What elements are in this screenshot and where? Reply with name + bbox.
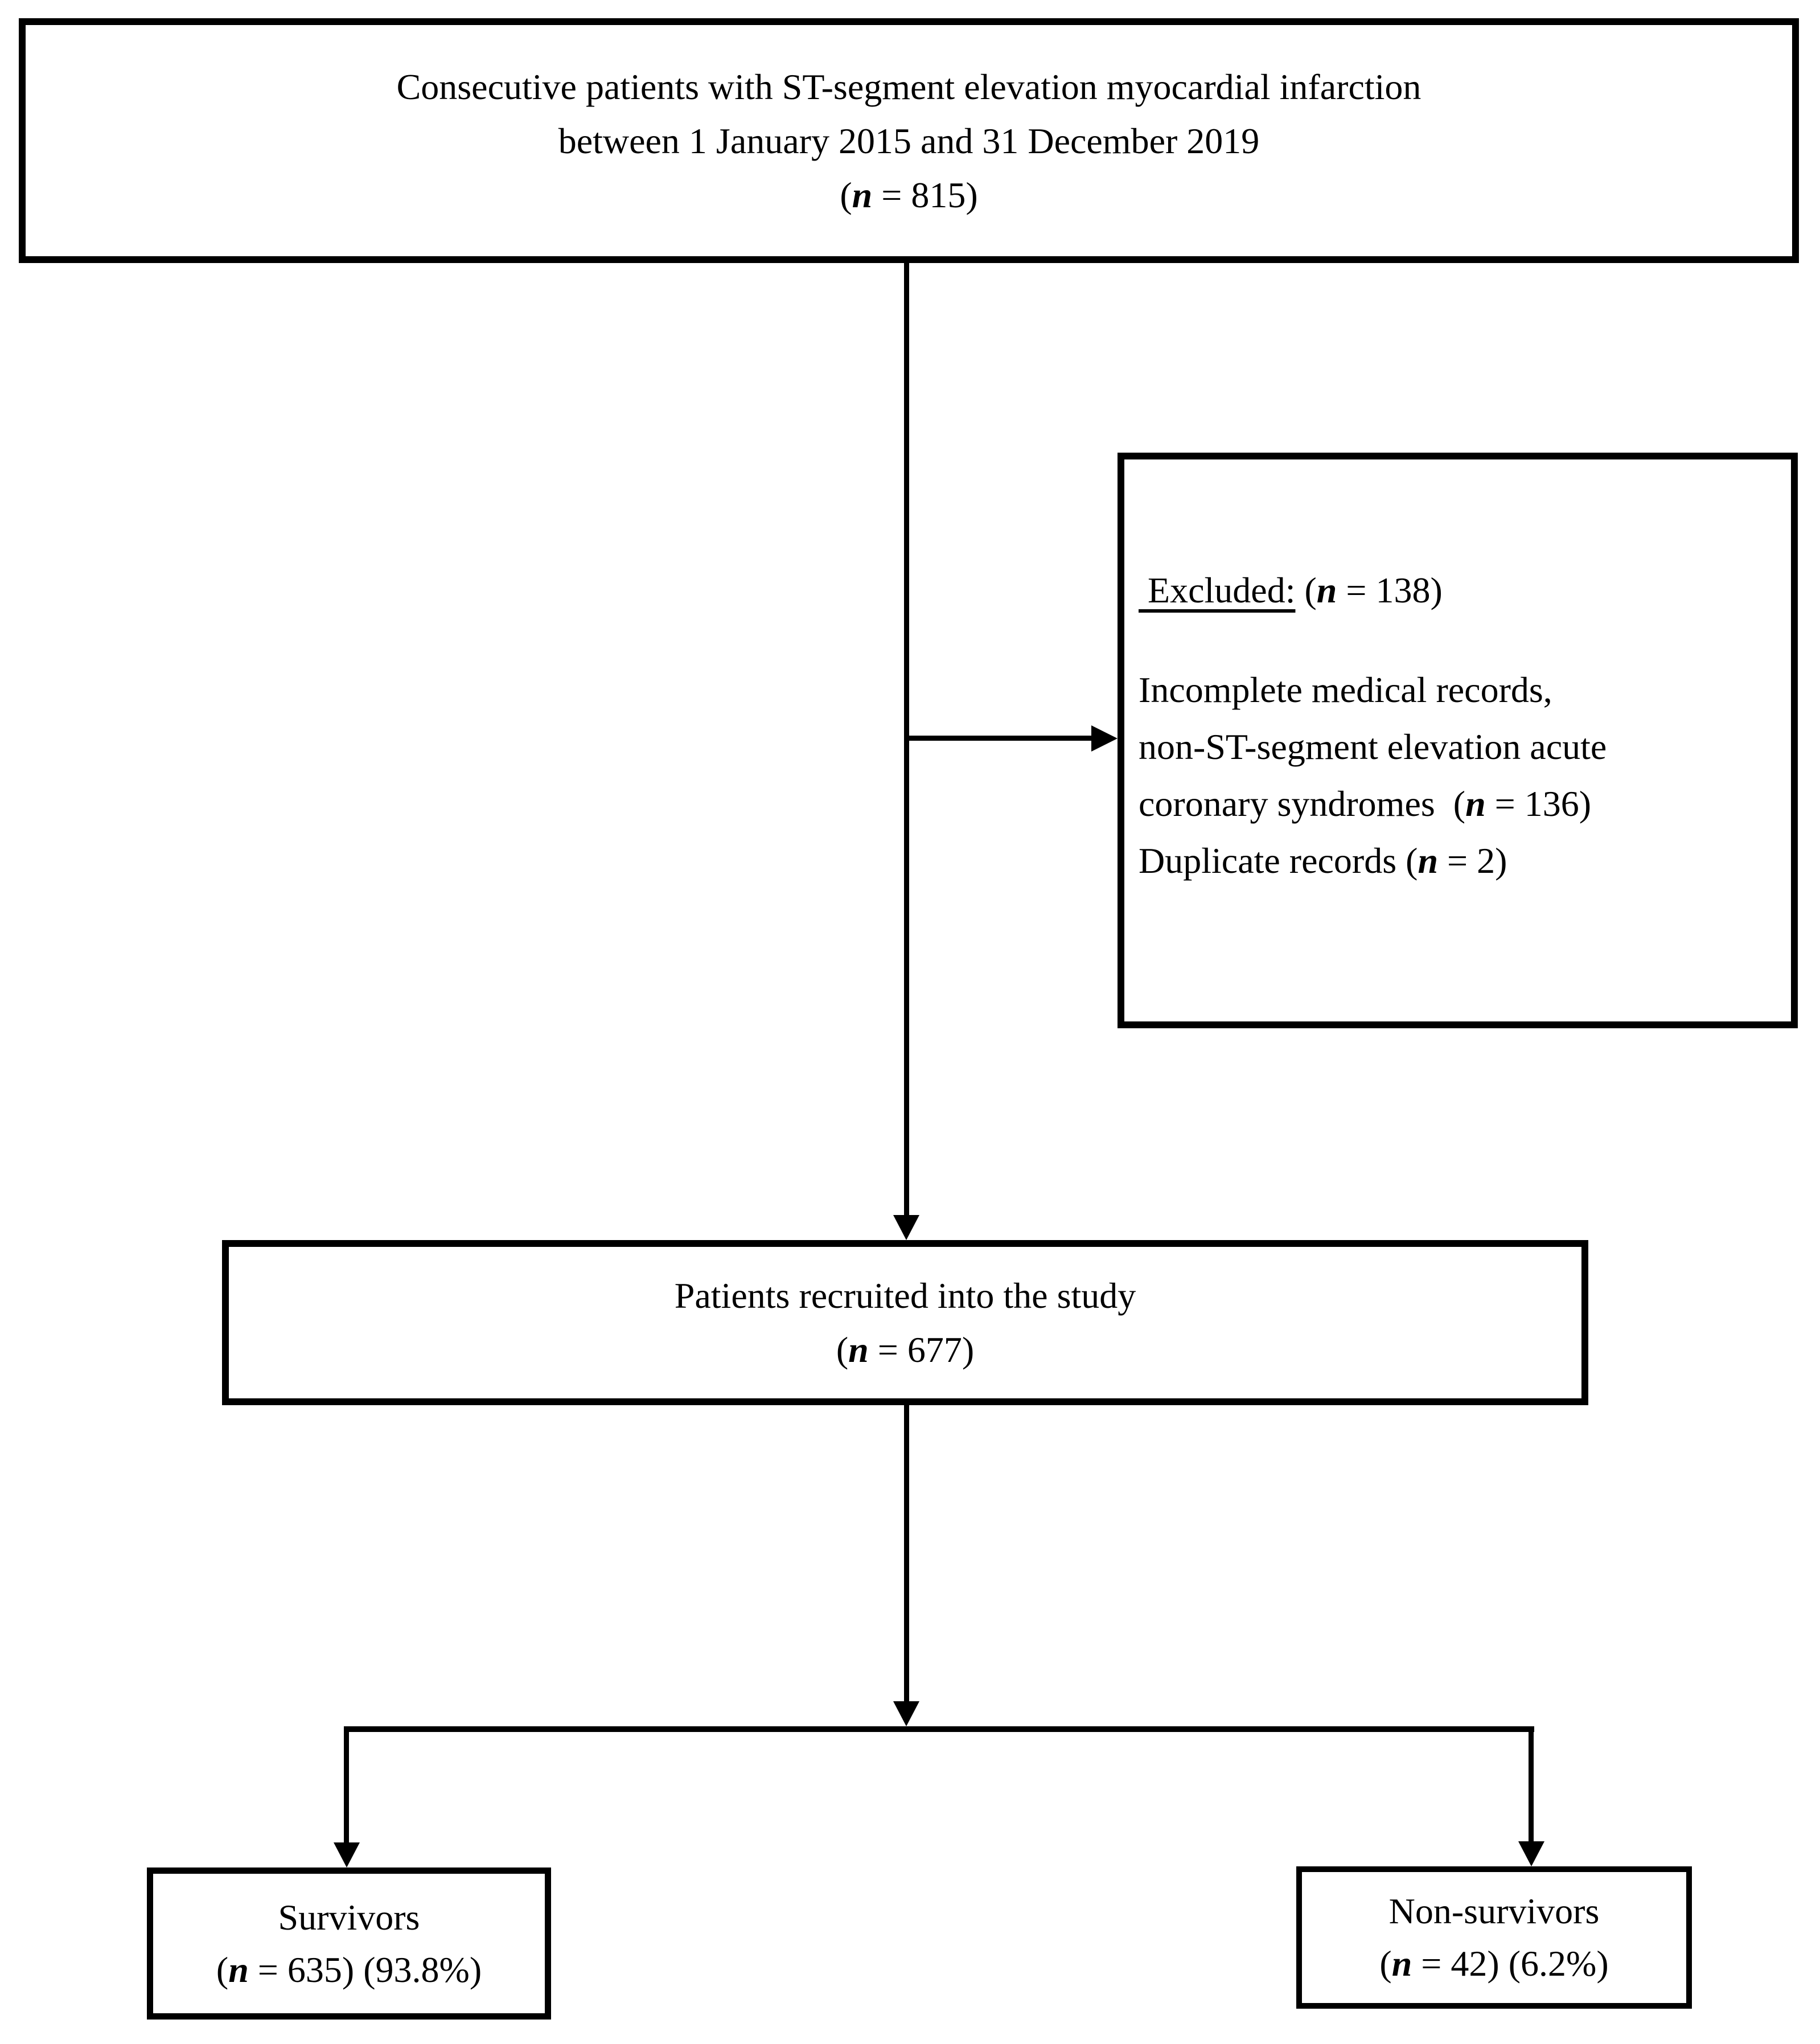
italic-n: n	[228, 1949, 249, 1990]
italic-n: n	[1465, 783, 1486, 824]
non-survivors-label: Non-survivors	[1388, 1891, 1600, 1931]
excluded-reason-3: coronary syndromes (n = 136)	[1139, 783, 1592, 824]
connector-to-excluded	[906, 736, 1095, 741]
arrowhead-into-survivors-icon	[334, 1842, 360, 1867]
enrollment-line2: between 1 January 2015 and 31 December 2…	[558, 120, 1260, 161]
italic-n: n	[1418, 840, 1439, 881]
non-survivors-count: (n = 42) (6.2%)	[1379, 1943, 1609, 1984]
arrowhead-onto-branch-icon	[893, 1701, 919, 1726]
excluded-reason-4: Duplicate records (n = 2)	[1139, 840, 1507, 881]
excluded-box: Excluded: (n = 138) Incomplete medical r…	[1118, 453, 1798, 1028]
branch-drop-right	[1529, 1726, 1534, 1844]
arrowhead-into-excluded-icon	[1091, 725, 1118, 752]
italic-n: n	[848, 1329, 869, 1370]
enrollment-count: (n = 815)	[840, 174, 978, 215]
excluded-heading: Excluded: (n = 138)	[1139, 570, 1443, 610]
excluded-reason-1: Incomplete medical records,	[1139, 670, 1552, 710]
excluded-reason-2: non-ST-segment elevation acute	[1139, 727, 1607, 767]
arrowhead-into-recruited-icon	[893, 1215, 919, 1240]
survivors-count: (n = 635) (93.8%)	[216, 1949, 482, 1990]
recruited-box: Patients recruited into the study (n = 6…	[222, 1240, 1588, 1405]
arrowhead-into-non-survivors-icon	[1518, 1841, 1544, 1866]
italic-n: n	[1391, 1943, 1412, 1984]
non-survivors-box: Non-survivors (n = 42) (6.2%)	[1296, 1866, 1692, 2009]
italic-n: n	[1316, 570, 1337, 610]
excluded-heading-label: Excluded:	[1139, 570, 1296, 610]
branch-drop-left	[344, 1726, 349, 1845]
survivors-label: Survivors	[278, 1897, 420, 1938]
connector-recruited-to-branch	[904, 1405, 909, 1705]
italic-n: n	[852, 174, 873, 215]
survivors-box: Survivors (n = 635) (93.8%)	[147, 1867, 551, 2020]
enrollment-box: Consecutive patients with ST-segment ele…	[19, 18, 1799, 263]
branch-line	[344, 1726, 1534, 1732]
recruited-count: (n = 677)	[836, 1329, 975, 1370]
recruited-line1: Patients recruited into the study	[674, 1275, 1136, 1316]
enrollment-line1: Consecutive patients with ST-segment ele…	[396, 66, 1422, 107]
